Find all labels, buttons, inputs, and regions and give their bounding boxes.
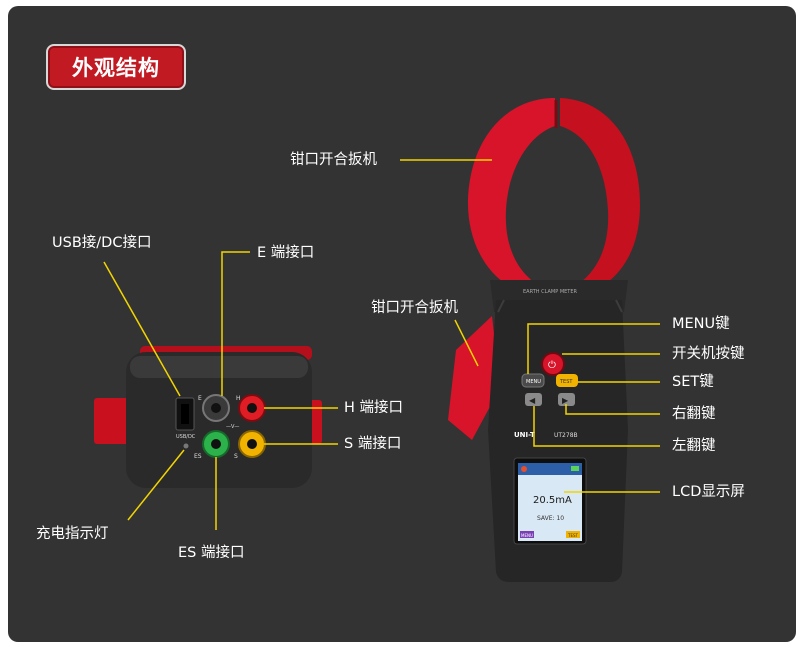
side-trigger <box>448 316 500 440</box>
jaw-label: EARTH CLAMP METER <box>523 289 578 295</box>
lcd-save: SAVE: 10 <box>537 515 564 522</box>
jaw-left <box>467 98 555 295</box>
right-arrow-icon: ▶ <box>562 396 569 405</box>
label-lcd-display: LCD显示屏 <box>672 484 745 500</box>
label-left-flip-key: 左翻键 <box>672 438 716 454</box>
lcd-softkey-right <box>566 531 580 538</box>
leader-menu <box>527 323 660 374</box>
lcd-softkey-left <box>520 531 534 538</box>
menu-button[interactable] <box>521 373 545 388</box>
test-button[interactable] <box>556 374 578 387</box>
usb-slot <box>181 404 189 424</box>
es-mark: ES <box>194 453 202 460</box>
label-power-key: 开关机按键 <box>672 346 745 362</box>
v-mark: —V— <box>226 424 239 430</box>
label-menu-key: MENU键 <box>672 316 730 332</box>
usb-mark: USB/DC <box>176 434 196 440</box>
power-button[interactable] <box>541 352 565 376</box>
leader-left-flip <box>533 406 660 447</box>
label-h-port: H 端接口 <box>344 400 404 416</box>
test-button-label: TEST <box>559 379 573 385</box>
label-usb-dc-port: USB接/DC接口 <box>52 235 152 251</box>
lcd-softkey-right-label: TEST <box>567 533 579 538</box>
label-right-flip-key: 右翻键 <box>672 406 716 422</box>
charge-led <box>183 443 189 449</box>
lcd-screen <box>518 463 582 541</box>
leader-clamp-side <box>454 319 479 367</box>
e-mark: E <box>198 395 202 402</box>
lcd-softkey-left-label: MENU <box>521 533 533 538</box>
es-jack-hole <box>211 439 221 449</box>
label-clamp-trigger-top: 钳口开合扳机 <box>290 152 377 168</box>
leader-usb <box>103 261 181 397</box>
e-jack-hole <box>211 403 221 413</box>
left-flip-button[interactable] <box>525 393 542 406</box>
brand-logo: UNI-T <box>514 431 535 439</box>
h-mark: H <box>236 395 241 402</box>
menu-button-label: MENU <box>526 379 541 385</box>
label-es-port: ES 端接口 <box>178 545 245 561</box>
s-mark: S <box>234 453 238 460</box>
leader-charge <box>127 449 185 521</box>
lcd-reading: 20.5mA <box>533 495 572 506</box>
power-icon: ⏻ <box>548 360 556 371</box>
body-edge <box>497 299 623 313</box>
lcd-header <box>518 463 582 475</box>
right-flip-button[interactable] <box>558 393 575 406</box>
bottom-body-top <box>130 356 308 378</box>
label-s-port: S 端接口 <box>344 436 402 452</box>
leader-e <box>221 251 250 396</box>
label-charge-indicator: 充电指示灯 <box>36 526 109 542</box>
section-title-badge: 外观结构 <box>46 44 186 90</box>
leader-right-flip <box>565 404 660 415</box>
model-name: UT278B <box>554 432 578 439</box>
h-jack-hole <box>247 403 257 413</box>
label-clamp-trigger-side: 钳口开合扳机 <box>371 300 458 316</box>
battery-icon <box>571 466 579 471</box>
s-jack-hole <box>247 439 257 449</box>
label-set-key: SET键 <box>672 374 714 390</box>
left-arrow-icon: ◀ <box>529 396 536 405</box>
section-title: 外观结构 <box>72 56 160 80</box>
lcd-mode-icon <box>521 466 527 472</box>
left-bumper <box>94 398 134 444</box>
jaw-right <box>560 98 640 295</box>
label-e-port: E 端接口 <box>257 245 315 261</box>
